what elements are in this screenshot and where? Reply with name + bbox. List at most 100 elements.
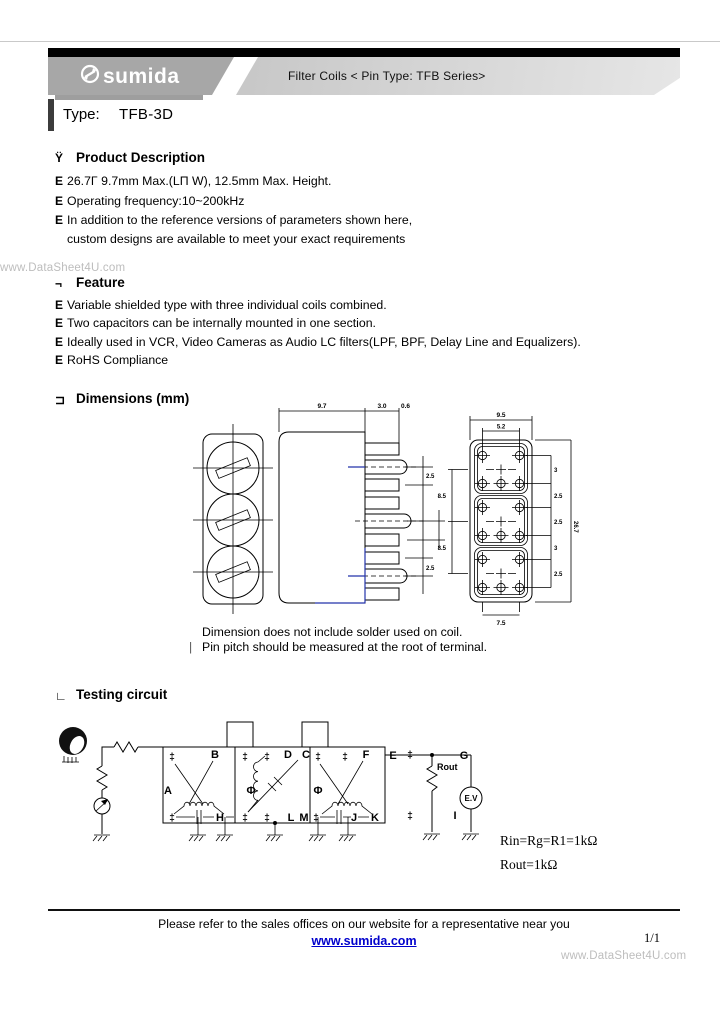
equation-rout: Rout=1kΩ [500, 857, 558, 872]
front-view [193, 424, 273, 614]
dim-label-bv-height: 26.7 [572, 521, 578, 533]
banner-shadow [55, 95, 203, 100]
coil-section-2 [247, 755, 299, 835]
dim-label-bv-bottom: 7.5 [496, 620, 505, 627]
banner: Filter Coils < Pin Type: TFB Series> sum… [48, 57, 680, 95]
type-value: TFB-3D [119, 106, 174, 123]
pin-label-F: F [363, 749, 370, 761]
dim-label-pitch: 2.5 [426, 566, 435, 572]
type-left-bar [48, 99, 54, 131]
ground-icon [338, 834, 357, 842]
brand-name: sumida [103, 64, 180, 88]
pin-label-D: D [284, 749, 292, 761]
signal-source [92, 741, 163, 842]
product-title: Product Description [76, 150, 206, 165]
terminal-mark: ‡ [264, 813, 270, 824]
dimensions-title: Dimensions (mm) [76, 391, 190, 406]
footer-link-row: www.sumida.com [48, 932, 680, 950]
pin-label-M: M [299, 812, 308, 824]
capacitor-icon [320, 810, 369, 824]
ground-icon [422, 833, 441, 841]
bullet-marker: E [55, 353, 64, 367]
page-number: 1/1 [644, 931, 660, 945]
terminal-pins [475, 448, 527, 595]
dim-label: 3 [554, 546, 558, 552]
dim-label: 8.5 [438, 546, 447, 552]
pin-label-I: I [453, 810, 456, 822]
dim-label: 2.5 [554, 494, 563, 500]
top-link-2 [301, 721, 329, 747]
dim-label: 2.5 [554, 520, 563, 526]
pin-label-L: L [288, 812, 295, 824]
footer-note: Please refer to the sales offices on our… [158, 917, 570, 931]
capacitor-icon [176, 810, 234, 824]
ground-icon [265, 834, 284, 842]
banner-black-bar [48, 48, 680, 57]
rout-label: Rout [437, 762, 458, 772]
testing-title: Testing circuit [76, 687, 168, 702]
bullet-marker: E [55, 335, 64, 349]
dimension-note: Dimension does not include solder used o… [202, 625, 463, 639]
feature-item: Variable shielded type with three indivi… [67, 298, 387, 312]
feature-item: Ideally used in VCR, Video Cameras as Au… [67, 335, 581, 349]
pin-label-C: C [302, 749, 310, 761]
round-pin [364, 568, 408, 584]
testing-marker: ∟ [55, 689, 67, 703]
terminal-mark: ‡ [342, 752, 348, 763]
product-item: Operating frequency:10~200kHz [67, 194, 245, 208]
pin-label-phi: Φ [313, 785, 322, 797]
coil-section-1 [173, 760, 234, 835]
bullet-marker: E [55, 298, 64, 312]
sumida-website-link[interactable]: www.sumida.com [311, 934, 417, 948]
feature-item: Two capacitors can be internally mounted… [67, 316, 376, 330]
brand-block: sumida [48, 57, 234, 95]
dim-label-bv-inner: 5.2 [497, 425, 506, 431]
terminal-mark: ‡ [407, 811, 413, 822]
round-pin [364, 459, 408, 475]
filter-box [162, 721, 386, 824]
dim-label: 3 [554, 468, 558, 474]
pin-label-A: A [164, 785, 172, 797]
pin-label-E: E [389, 750, 396, 762]
pin-label-B: B [211, 749, 219, 761]
terminal-mark: ‡ [407, 750, 413, 761]
screw-slot [215, 561, 251, 583]
type-label: Type: [63, 106, 100, 123]
top-divider [0, 41, 720, 42]
terminal-mark: ‡ [169, 813, 175, 824]
inductor-icon [173, 801, 225, 815]
ground-icon [461, 833, 480, 841]
capacitor-icon [267, 776, 283, 792]
footer-divider [48, 909, 680, 911]
coil-section-3 [317, 760, 373, 835]
dim-label-pitch: 2.5 [426, 474, 435, 480]
product-marker: Ÿ [55, 151, 64, 165]
dimension-note-marker: | [189, 640, 193, 654]
terminal-mark: ‡ [313, 813, 319, 824]
bullet-marker: E [55, 316, 64, 330]
banner-strip: Filter Coils < Pin Type: TFB Series> [224, 57, 680, 95]
product-item: custom designs are available to meet you… [67, 232, 406, 246]
voltmeter-label: E.V [465, 794, 479, 803]
dim-label-pin-width: 0.6 [401, 403, 410, 410]
feature-title: Feature [76, 275, 125, 290]
terminal-mark: ‡ [242, 813, 248, 824]
pin-label-J: J [351, 812, 357, 824]
resistor-rg [96, 765, 108, 791]
top-link-1 [226, 721, 254, 747]
inductor-icon [253, 761, 259, 801]
pin-label-H: H [216, 812, 224, 824]
blob-icon [59, 727, 87, 763]
inductor-icon [321, 801, 373, 815]
dim-label-pin-length: 3.0 [377, 403, 386, 410]
ground-icon [92, 834, 111, 842]
bullet-marker: E [55, 213, 64, 227]
sumida-logo-icon [80, 64, 100, 89]
testing-circuit-diagram: E.V ‡ B A ‡ H ‡ ‡ D Φ ‡ ‡ L C ‡ ‡ F Φ M … [59, 721, 483, 842]
output-branch: E.V [385, 753, 483, 841]
terminal-mark: ‡ [315, 752, 321, 763]
side-view: 9.7 3.0 0.6 2.5 2.5 [278, 403, 445, 604]
feature-item: RoHS Compliance [67, 353, 169, 367]
dimension-note: Pin pitch should be measured at the root… [202, 640, 488, 654]
product-item: In addition to the reference versions of… [67, 213, 413, 227]
